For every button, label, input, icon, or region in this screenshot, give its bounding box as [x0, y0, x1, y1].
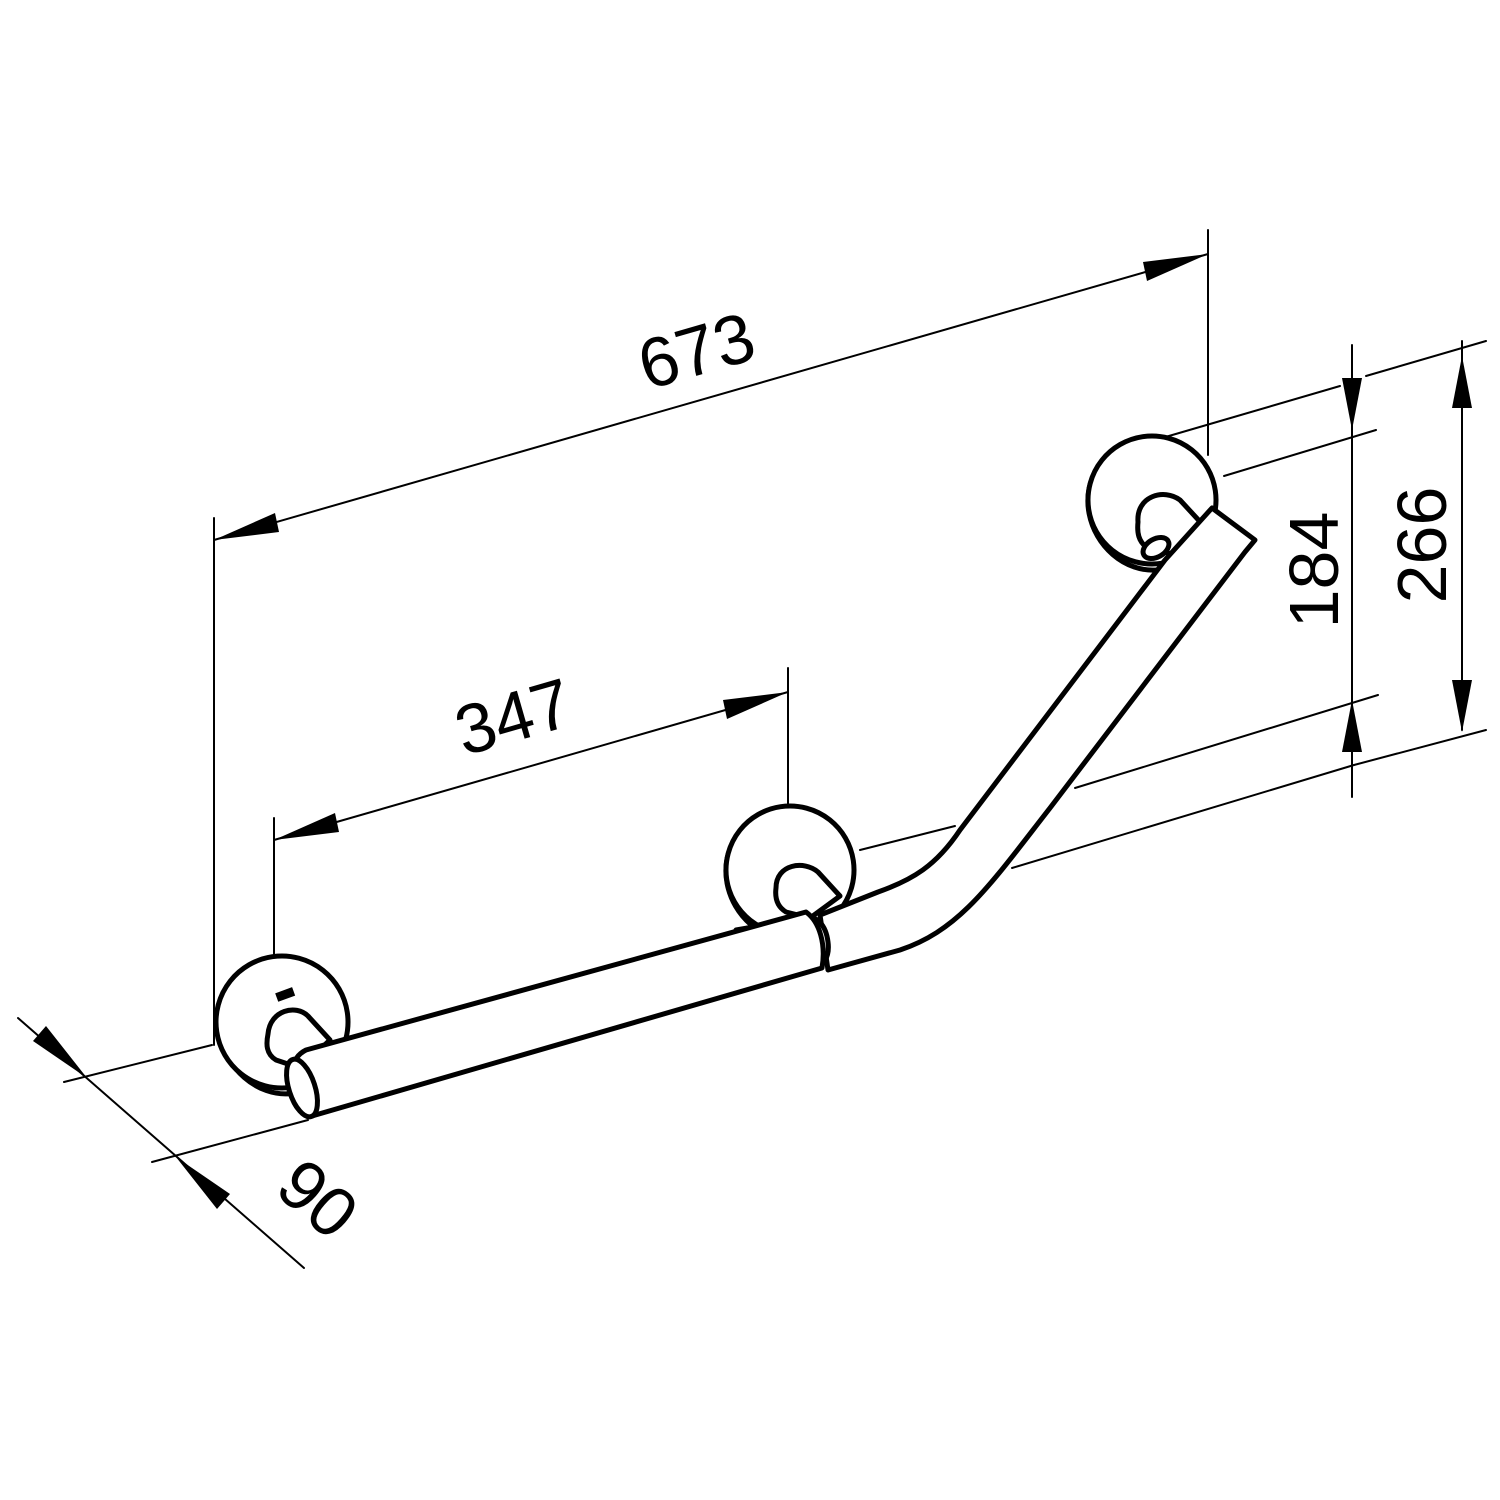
- dimension-labels: 673 347 90 184 266: [263, 297, 1461, 1254]
- arrowhead-266-bottom: [1452, 680, 1472, 732]
- wall-line-lower: [859, 825, 956, 851]
- dimension-line-347: [273, 691, 789, 841]
- arrowhead-90-bottom: [176, 1157, 230, 1209]
- total-height-top-line: [1365, 340, 1487, 377]
- tube-end-cap: [284, 1056, 320, 1120]
- rosette-right: [1085, 433, 1219, 573]
- depth-baseline-back: [63, 1044, 213, 1083]
- stand-off-right-end: [1140, 535, 1172, 561]
- arrowhead-347-left: [274, 813, 339, 840]
- arrowhead-184-bottom: [1342, 700, 1362, 752]
- total-height-base-line: [1353, 729, 1487, 766]
- centre-line-lower-front: [1011, 764, 1355, 869]
- top-line-lower: [1223, 429, 1377, 477]
- arrowhead-90-top: [33, 1026, 87, 1078]
- dimension-label-90: 90: [263, 1144, 373, 1254]
- dimension-label-347: 347: [446, 663, 580, 770]
- arrowhead-347-right: [723, 692, 788, 719]
- centre-line-lower-back: [1074, 694, 1379, 789]
- grab-bar: [213, 433, 1258, 1120]
- dimension-lines: [17, 253, 1472, 1269]
- top-line-upper: [1161, 385, 1341, 439]
- dimension-label-266: 266: [1383, 487, 1461, 604]
- arrowhead-266-top: [1452, 356, 1472, 408]
- arrowhead-673-left: [214, 513, 279, 540]
- depth-baseline-front: [151, 1119, 309, 1163]
- dimension-line-673: [213, 253, 1209, 541]
- grab-bar-tube-straight: [287, 909, 826, 1119]
- stand-off-middle: [773, 862, 843, 921]
- grab-bar-tube-angled: [817, 505, 1258, 973]
- arrowhead-184-top: [1342, 378, 1362, 430]
- arrowhead-673-right: [1143, 254, 1208, 281]
- dimension-label-184: 184: [1275, 512, 1353, 629]
- locking-screw-icon: [275, 987, 296, 1002]
